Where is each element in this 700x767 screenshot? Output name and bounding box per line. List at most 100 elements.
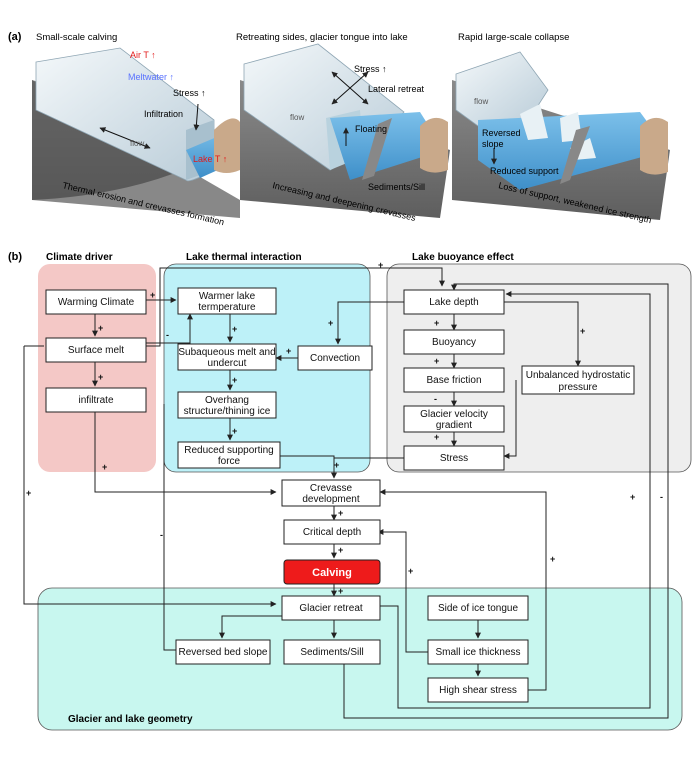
- node-sediments-sill: Sediments/Sill: [283, 639, 381, 665]
- moraine: [640, 117, 668, 175]
- iceberg: [520, 104, 548, 140]
- sign: +: [334, 460, 339, 470]
- svg-text:Reversed bed slope: Reversed bed slope: [179, 647, 268, 658]
- node-infiltrate: infiltrate: [45, 387, 147, 413]
- lake-thermal-title: Lake thermal interaction: [186, 252, 302, 263]
- svg-text:Convection: Convection: [310, 353, 360, 364]
- sign: +: [378, 260, 383, 270]
- sign: +: [98, 323, 103, 333]
- flow-label: flow: [474, 97, 488, 106]
- svg-text:development: development: [302, 494, 359, 505]
- sign: -: [160, 530, 163, 540]
- node-small-ice-thickness: Small ice thickness: [427, 639, 529, 665]
- sign: +: [328, 318, 333, 328]
- stress-arrow-2: [331, 71, 369, 105]
- node-overhang-structure: Overhang structure/thining ice: [177, 391, 277, 419]
- stage-3-title: Rapid large-scale collapse: [458, 32, 569, 43]
- svg-text:pressure: pressure: [559, 382, 598, 393]
- sign: +: [232, 375, 237, 385]
- stage-3-illustration: Rapid large-scale collapse flow Reversed…: [452, 32, 670, 225]
- sign: +: [338, 508, 343, 518]
- stage-2-illustration: Retreating sides, glacier tongue into la…: [236, 32, 450, 223]
- svg-text:Warming Climate: Warming Climate: [58, 297, 135, 308]
- node-glacier-velocity-gradient: Glacier velocity gradient: [403, 405, 505, 433]
- svg-text:High shear stress: High shear stress: [439, 685, 517, 696]
- svg-text:Subaqueous melt and: Subaqueous melt and: [178, 347, 275, 358]
- sign: -: [434, 394, 437, 404]
- connectors: [23, 267, 669, 719]
- stress-arrow: [99, 127, 151, 149]
- sign: +: [550, 554, 555, 564]
- svg-text:Calving: Calving: [312, 567, 352, 579]
- sign: +: [434, 356, 439, 366]
- node-unbalanced-hydrostatic-pressure: Unbalanced hydrostatic pressure: [521, 365, 635, 395]
- svg-text:Unbalanced hydrostatic: Unbalanced hydrostatic: [526, 370, 631, 381]
- sign: +: [150, 290, 155, 300]
- svg-text:Reduced supporting: Reduced supporting: [184, 445, 274, 456]
- node-calving: Calving: [283, 559, 381, 585]
- panel-a-label: (a): [8, 31, 22, 43]
- sign: +: [408, 566, 413, 576]
- node-glacier-retreat: Glacier retreat: [281, 595, 381, 621]
- node-reduced-supporting-force: Reduced supporting force: [177, 441, 281, 469]
- reversed-slope-label-1: Reversed: [482, 128, 521, 138]
- svg-text:termperature: termperature: [198, 302, 256, 313]
- sign: -: [166, 330, 169, 340]
- sill: [362, 118, 392, 180]
- stage-1-title: Small-scale calving: [36, 32, 117, 43]
- sign: +: [434, 432, 439, 442]
- svg-text:structure/thining ice: structure/thining ice: [184, 406, 271, 417]
- panel-b: (b) Climate driver Lake thermal interact…: [8, 251, 692, 731]
- node-warmer-lake-temperature: Warmer lake termperature: [177, 287, 277, 315]
- reduced-support-label: Reduced support: [490, 166, 559, 176]
- lake-buoyance-title: Lake buoyance effect: [412, 252, 514, 263]
- sign: +: [338, 586, 343, 596]
- sign: -: [660, 492, 663, 502]
- svg-text:Side of ice tongue: Side of ice tongue: [438, 603, 518, 614]
- sign: +: [26, 488, 31, 498]
- sign: +: [232, 426, 237, 436]
- connector-signs: + + + - + + + + + + + + + + + - + + + + …: [26, 260, 663, 596]
- node-convection: Convection: [297, 345, 373, 371]
- svg-text:Crevasse: Crevasse: [310, 483, 353, 494]
- svg-text:infiltrate: infiltrate: [78, 395, 113, 406]
- lateral-retreat-label: Lateral retreat: [368, 84, 425, 94]
- infiltration-arrow: [193, 103, 200, 131]
- svg-text:gradient: gradient: [436, 420, 472, 431]
- node-warming-climate: Warming Climate: [45, 289, 147, 315]
- flow-label: flow: [130, 139, 144, 148]
- sign: +: [338, 545, 343, 555]
- svg-text:Sediments/Sill: Sediments/Sill: [300, 647, 363, 658]
- meltwater-label: Meltwater ↑: [128, 72, 174, 82]
- stress-label: Stress ↑: [173, 88, 206, 98]
- infiltration-label: Infiltration: [144, 109, 183, 119]
- sign: +: [630, 492, 635, 502]
- climate-driver-title: Climate driver: [46, 252, 113, 263]
- node-base-friction: Base friction: [403, 367, 505, 393]
- svg-text:Buoyancy: Buoyancy: [432, 337, 476, 348]
- lake-water: [330, 112, 444, 180]
- svg-text:Surface melt: Surface melt: [68, 345, 124, 356]
- stage-2-title: Retreating sides, glacier tongue into la…: [236, 32, 408, 43]
- node-stress: Stress: [403, 445, 505, 471]
- svg-text:Base friction: Base friction: [426, 375, 481, 386]
- svg-text:Glacier retreat: Glacier retreat: [299, 603, 363, 614]
- sign: +: [286, 346, 291, 356]
- node-crevasse-development: Crevasse development: [281, 479, 381, 507]
- node-buoyancy: Buoyancy: [403, 329, 505, 355]
- svg-text:Lake depth: Lake depth: [429, 297, 479, 308]
- svg-text:Overhang: Overhang: [205, 395, 249, 406]
- stage-1-illustration: Small-scale calving Air T ↑ Meltwater ↑ …: [32, 32, 240, 227]
- stress-label: Stress ↑: [354, 64, 387, 74]
- svg-text:undercut: undercut: [208, 358, 247, 369]
- svg-text:Warmer lake: Warmer lake: [199, 291, 256, 302]
- sign: +: [98, 372, 103, 382]
- node-high-shear-stress: High shear stress: [427, 677, 529, 703]
- svg-text:force: force: [218, 456, 241, 467]
- geometry-title: Glacier and lake geometry: [68, 714, 193, 725]
- node-reversed-bed-slope: Reversed bed slope: [175, 639, 271, 665]
- node-side-of-ice-tongue: Side of ice tongue: [427, 595, 529, 621]
- floating-label: Floating: [355, 124, 387, 134]
